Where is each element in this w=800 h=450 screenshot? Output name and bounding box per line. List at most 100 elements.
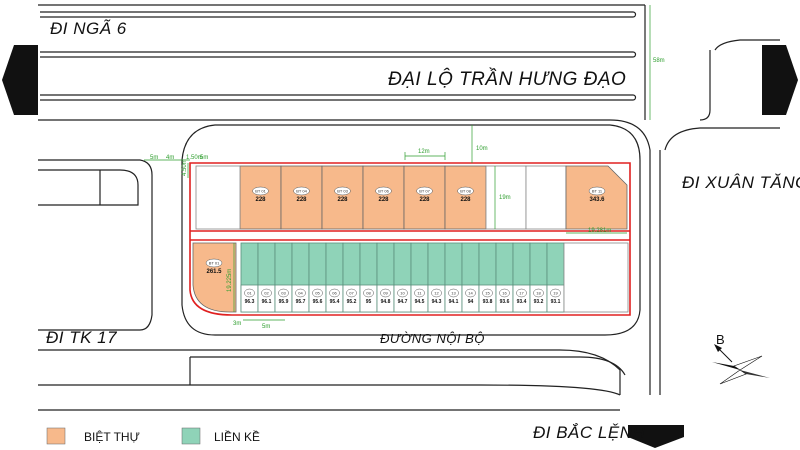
compass-label: B (716, 332, 725, 347)
townhouse-no: 12 (434, 291, 439, 296)
townhouse-area: 93.6 (500, 299, 510, 305)
townhouse-area: 93.1 (551, 299, 561, 305)
townhouse-row: 0196.30296.10395.90495.70595.60695.40795… (240, 242, 565, 313)
dim-left-setback: 4.50m (182, 159, 188, 176)
villa-lot-id: BT 07 (419, 189, 430, 194)
villa-lot-id: BT 01 (255, 189, 266, 194)
blank-lot-right (563, 242, 629, 313)
dim-gap-3: 1.50m (186, 155, 203, 161)
compass-north-icon: B (712, 332, 770, 385)
villa-corner[interactable]: BT 11 343.6 (565, 165, 628, 230)
townhouse-no: 18 (536, 291, 541, 296)
villa-left-id: BT 01 (209, 261, 220, 266)
townhouse-area: 96.3 (245, 299, 255, 305)
townhouse-lot[interactable]: 19 93.1 (546, 242, 565, 313)
villa-left-area: 261.5 (206, 269, 222, 275)
dim-road-width: 58m (653, 58, 665, 64)
dim-gap-4: 5m (200, 155, 208, 161)
townhouse-area: 95.7 (296, 299, 306, 305)
townhouse-area: 95.4 (330, 299, 340, 305)
road-label-nga6: ĐI NGÃ 6 (50, 19, 127, 38)
villa-lot-id: BT 04 (296, 189, 307, 194)
townhouse-no: 07 (349, 291, 354, 296)
townhouse-no: 11 (417, 291, 422, 296)
townhouse-lot[interactable]: 04 95.7 (291, 242, 310, 313)
townhouse-no: 19 (553, 291, 558, 296)
townhouse-lot[interactable]: 13 94.1 (444, 242, 463, 313)
road-lines (38, 4, 780, 411)
villa-lot-area: 228 (337, 197, 348, 203)
legend-label-townhouse: LIỀN KỀ (214, 429, 260, 444)
townhouse-no: 02 (264, 291, 269, 296)
villa-corner-id: BT 11 (592, 189, 603, 194)
dim-lot-width: 12m (418, 149, 430, 155)
townhouse-no: 09 (383, 291, 388, 296)
road-label-noi-bo: ĐƯỜNG NỘI BỘ (380, 331, 485, 346)
road-label-tk17: ĐI TK 17 (46, 328, 117, 347)
townhouse-lot[interactable]: 09 94.8 (376, 242, 395, 313)
townhouse-area: 94 (468, 299, 474, 305)
villa-lot-area: 228 (296, 197, 307, 203)
townhouse-lot[interactable]: 10 94.7 (393, 242, 412, 313)
dim-lot-frontage: 5m (262, 324, 270, 330)
townhouse-area: 94.8 (381, 299, 391, 305)
villa-lot[interactable]: BT 01 228 (239, 165, 282, 230)
townhouse-no: 04 (298, 291, 303, 296)
townhouse-lot[interactable]: 17 93.4 (512, 242, 531, 313)
townhouse-area: 95.6 (313, 299, 323, 305)
townhouse-no: 05 (315, 291, 320, 296)
townhouse-area: 93.8 (483, 299, 493, 305)
road-label-bac-lenh: ĐI BẮC LỆNH (533, 423, 645, 442)
townhouse-no: 13 (451, 291, 456, 296)
dimension-lines (144, 5, 651, 321)
townhouse-no: 03 (281, 291, 286, 296)
villa-lot[interactable]: BT 08 228 (444, 165, 487, 230)
dim-gap-2: 4m (166, 155, 174, 161)
townhouse-area: 94.3 (432, 299, 442, 305)
direction-arrows (2, 45, 798, 448)
townhouse-lot[interactable]: 12 94.3 (427, 242, 446, 313)
villa-lot[interactable]: BT 04 228 (280, 165, 323, 230)
road-label-xuan-tang: ĐI XUÂN TĂNG (682, 173, 800, 192)
villa-lot-area: 228 (460, 197, 471, 203)
townhouse-no: 17 (519, 291, 524, 296)
townhouse-lot[interactable]: 03 95.9 (274, 242, 293, 313)
legend-swatch-townhouse (181, 427, 201, 445)
villa-corner-area: 343.6 (589, 197, 605, 203)
road-label-tran-hung-dao: ĐẠI LỘ TRẦN HƯNG ĐẠO (388, 68, 626, 90)
villa-lot-id: BT 08 (460, 189, 471, 194)
arrow-right-icon (786, 45, 798, 115)
dim-left-depth: 19.225m (227, 269, 233, 292)
townhouse-area: 95.9 (279, 299, 289, 305)
dim-row-offset: 3m (233, 321, 241, 327)
blank-lots-top (195, 165, 567, 230)
villa-left[interactable]: BT 01 261.5 (192, 242, 237, 313)
dim-block-depth: 19m (499, 195, 511, 201)
villa-lot-area: 228 (255, 197, 266, 203)
dim-top-gap: 10m (476, 146, 488, 152)
townhouse-lot[interactable]: 05 95.6 (308, 242, 327, 313)
townhouse-no: 08 (366, 291, 371, 296)
arrow-down-icon (628, 437, 684, 448)
townhouse-no: 10 (400, 291, 405, 296)
townhouse-area: 93.4 (517, 299, 527, 305)
legend: BIỆT THỰ LIỀN KỀ (46, 427, 260, 445)
townhouse-area: 94.1 (449, 299, 459, 305)
arrow-left-icon (2, 45, 14, 115)
dim-gap-1: 5m (150, 155, 158, 161)
townhouse-area: 94.7 (398, 299, 408, 305)
